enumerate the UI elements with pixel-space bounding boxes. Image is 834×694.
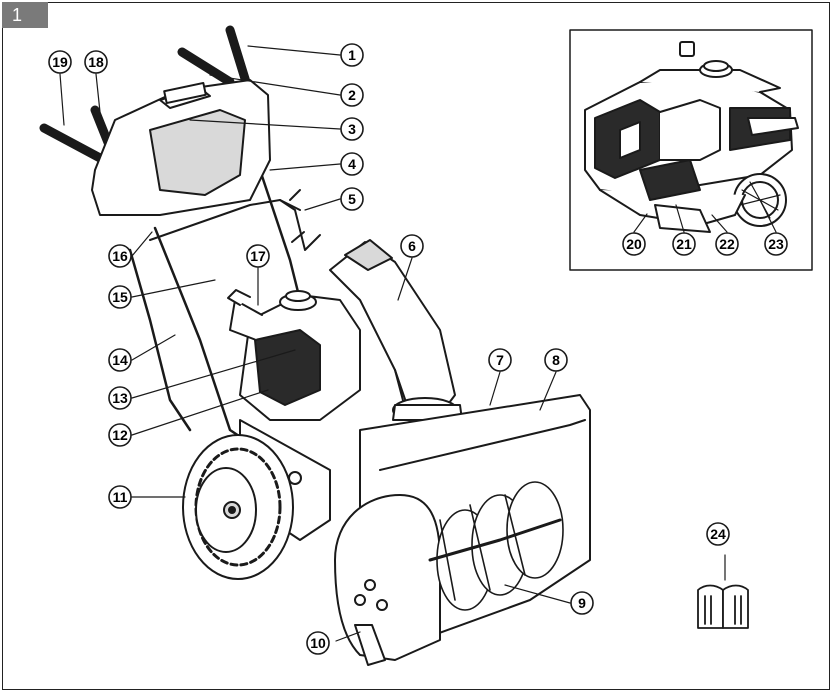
callout-13: 13 xyxy=(108,386,132,410)
callout-number: 18 xyxy=(88,54,104,70)
callout-3: 3 xyxy=(340,117,364,141)
callout-number: 9 xyxy=(578,595,586,611)
callout-21: 21 xyxy=(672,232,696,256)
callout-circle xyxy=(108,423,132,447)
callout-4: 4 xyxy=(340,152,364,176)
callout-18: 18 xyxy=(84,50,108,74)
callout-10: 10 xyxy=(306,631,330,655)
callout-5: 5 xyxy=(340,187,364,211)
leader-lines xyxy=(59,45,726,642)
callout-circle xyxy=(108,348,132,372)
callout-2: 2 xyxy=(340,83,364,107)
callout-22: 22 xyxy=(715,232,739,256)
callout-number: 12 xyxy=(112,427,128,443)
callout-circle xyxy=(84,50,108,74)
callout-7: 7 xyxy=(488,348,512,372)
callout-circle xyxy=(108,244,132,268)
callout-20: 20 xyxy=(622,232,646,256)
callout-circle xyxy=(764,232,788,256)
callout-number: 7 xyxy=(496,352,504,368)
callout-number: 23 xyxy=(768,236,784,252)
callout-12: 12 xyxy=(108,423,132,447)
callout-number: 2 xyxy=(348,87,356,103)
callout-19: 19 xyxy=(48,50,72,74)
callout-circle xyxy=(108,485,132,509)
callout-15: 15 xyxy=(108,285,132,309)
callout-11: 11 xyxy=(108,485,132,509)
callout-circle xyxy=(715,232,739,256)
engine-detail-inset xyxy=(569,29,813,271)
callout-number: 6 xyxy=(408,238,416,254)
callout-circle xyxy=(544,348,568,372)
callout-1: 1 xyxy=(340,43,364,67)
callout-number: 15 xyxy=(112,289,128,305)
callout-number: 22 xyxy=(719,236,735,252)
callout-circle xyxy=(400,234,424,258)
callout-24: 24 xyxy=(706,522,730,546)
callout-16: 16 xyxy=(108,244,132,268)
callout-circle xyxy=(340,43,364,67)
callout-number: 3 xyxy=(348,121,356,137)
callout-number: 8 xyxy=(552,352,560,368)
callout-circle xyxy=(488,348,512,372)
callout-number: 4 xyxy=(348,156,356,172)
callout-8: 8 xyxy=(544,348,568,372)
callout-number: 10 xyxy=(310,635,326,651)
callout-circle xyxy=(340,117,364,141)
snowblower-main xyxy=(39,25,591,666)
callout-circle xyxy=(340,187,364,211)
augers xyxy=(428,481,564,611)
callout-9: 9 xyxy=(570,591,594,615)
callout-number: 1 xyxy=(348,47,356,63)
callout-circle xyxy=(340,152,364,176)
callout-circle xyxy=(340,83,364,107)
callout-number: 17 xyxy=(250,248,266,264)
callout-number: 20 xyxy=(626,236,642,252)
figure-number-tab: 1 xyxy=(2,2,48,28)
callout-17: 17 xyxy=(246,244,270,268)
callout-circle xyxy=(246,244,270,268)
callout-number: 24 xyxy=(710,526,726,542)
figure-number: 1 xyxy=(12,5,23,25)
callout-circle xyxy=(706,522,730,546)
callout-14: 14 xyxy=(108,348,132,372)
wheel xyxy=(182,434,294,580)
callout-circle xyxy=(672,232,696,256)
callout-number: 16 xyxy=(112,248,128,264)
callout-23: 23 xyxy=(764,232,788,256)
callout-number: 13 xyxy=(112,390,128,406)
inset-engine xyxy=(584,41,799,233)
book-icon xyxy=(697,584,749,629)
callout-circle xyxy=(622,232,646,256)
callout-number: 5 xyxy=(348,191,356,207)
callout-number: 21 xyxy=(676,236,692,252)
callout-circle xyxy=(108,386,132,410)
callout-circle xyxy=(306,631,330,655)
callout-circle xyxy=(108,285,132,309)
callout-6: 6 xyxy=(400,234,424,258)
callout-circle xyxy=(48,50,72,74)
callout-number: 19 xyxy=(52,54,68,70)
callout-number: 14 xyxy=(112,352,128,368)
callout-circle xyxy=(570,591,594,615)
callout-number: 11 xyxy=(113,489,128,505)
